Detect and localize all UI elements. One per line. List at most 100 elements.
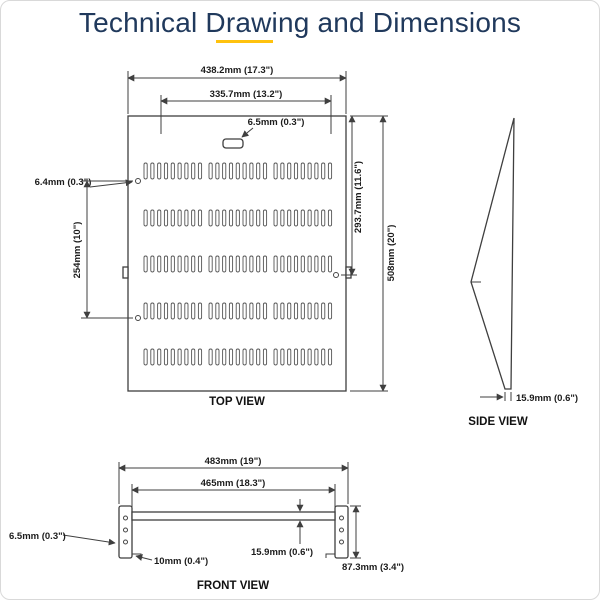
vent-slot (242, 255, 247, 273)
top-view: 438.2mm (17.3") 335.7mm (13.2") 6.5mm (0… (35, 65, 397, 408)
vent-slot (235, 255, 240, 273)
vent-slot (170, 209, 175, 227)
vent-slot (143, 209, 148, 227)
vent-slot (215, 209, 220, 227)
vent-slot (177, 302, 182, 320)
vent-slot (273, 255, 278, 273)
leader-line-cutout (241, 127, 254, 138)
vent-slot (280, 162, 285, 180)
vent-slot (197, 209, 203, 227)
vent-slot (314, 255, 319, 273)
vent-slot (327, 162, 333, 180)
vent-slot (191, 302, 196, 320)
vent-slot (314, 302, 319, 320)
vent-slot (143, 348, 148, 366)
dim-text-hole-spacing: 254mm (10") (72, 222, 83, 279)
top-view-label: TOP VIEW (209, 396, 265, 408)
vent-slot (150, 209, 155, 227)
vent-slot (327, 348, 333, 366)
ear-hole (123, 539, 128, 545)
vent-slot (157, 255, 162, 273)
vent-slot (249, 302, 254, 320)
vent-slot (327, 255, 333, 273)
dim-text-thickness: 15.9mm (0.6") (516, 393, 578, 404)
vent-slot (197, 255, 203, 273)
vent-slot (143, 255, 148, 273)
vent-slot (273, 348, 278, 366)
vent-slot (300, 255, 305, 273)
vent-slot (163, 255, 169, 273)
vent-slot (293, 348, 299, 366)
vent-slot (163, 162, 169, 180)
vent-slot (215, 302, 220, 320)
vent-slot (280, 209, 285, 227)
mounting-hole (333, 272, 339, 278)
vent-slot (307, 162, 312, 180)
mounting-tab-right (345, 266, 352, 279)
vent-slot (235, 348, 240, 366)
handle-cutout (222, 138, 244, 149)
vent-slot (215, 348, 220, 366)
vent-slot (300, 209, 305, 227)
front-view-label: FRONT VIEW (197, 580, 269, 592)
vent-slot (163, 302, 169, 320)
side-view-label: SIDE VIEW (468, 416, 528, 428)
vent-slot (170, 348, 175, 366)
vent-slot (197, 348, 203, 366)
vent-slot (327, 209, 333, 227)
vent-slot (222, 302, 227, 320)
vent-slot (293, 209, 299, 227)
vent-slot (327, 302, 333, 320)
vent-slot (143, 302, 148, 320)
vent-slot (307, 348, 312, 366)
vent-slot (293, 255, 299, 273)
vent-slot (184, 209, 189, 227)
vent-slot (177, 255, 182, 273)
dim-text-front-hole: 6.5mm (0.3") (9, 531, 66, 542)
mounting-tab-left (122, 266, 129, 279)
dim-text-inner-depth: 293.7mm (11.6") (353, 161, 364, 233)
vent-slot (222, 255, 227, 273)
vent-slot (143, 162, 148, 180)
vent-slot (249, 255, 254, 273)
vent-slot (170, 162, 175, 180)
vent-slot (170, 302, 175, 320)
vent-slot (163, 348, 169, 366)
vent-slot (184, 255, 189, 273)
dim-text-lip-height: 15.9mm (0.6") (251, 547, 313, 558)
vent-slot (273, 162, 278, 180)
vent-slot (280, 255, 285, 273)
vent-slot (262, 209, 268, 227)
vent-slot (228, 302, 234, 320)
ear-hole (123, 515, 128, 521)
vent-slot (287, 162, 292, 180)
vent-slot (242, 302, 247, 320)
vent-slot (273, 302, 278, 320)
vent-slot (235, 209, 240, 227)
vent-slot (280, 302, 285, 320)
vent-slot (307, 255, 312, 273)
dim-text-outer-depth: 508mm (20") (386, 225, 397, 282)
vent-slot (215, 255, 220, 273)
vent-slot (287, 348, 292, 366)
vent-slot (215, 162, 220, 180)
leader-line-hole (89, 179, 133, 188)
side-view-outline (470, 117, 515, 390)
vent-slot (150, 302, 155, 320)
vent-slot (177, 348, 182, 366)
vent-slot (280, 348, 285, 366)
dim-text-outer-width: 438.2mm (17.3") (201, 65, 274, 76)
vent-slot (150, 255, 155, 273)
vent-slot (314, 348, 319, 366)
vent-slot (228, 162, 234, 180)
dim-text-cutout: 6.5mm (0.3") (248, 117, 305, 128)
vent-slot (228, 348, 234, 366)
vent-slot (307, 209, 312, 227)
vent-slot (150, 162, 155, 180)
accent-underline (216, 40, 273, 43)
vent-slot (222, 162, 227, 180)
ear-hole (339, 527, 344, 533)
vent-slot (184, 348, 189, 366)
